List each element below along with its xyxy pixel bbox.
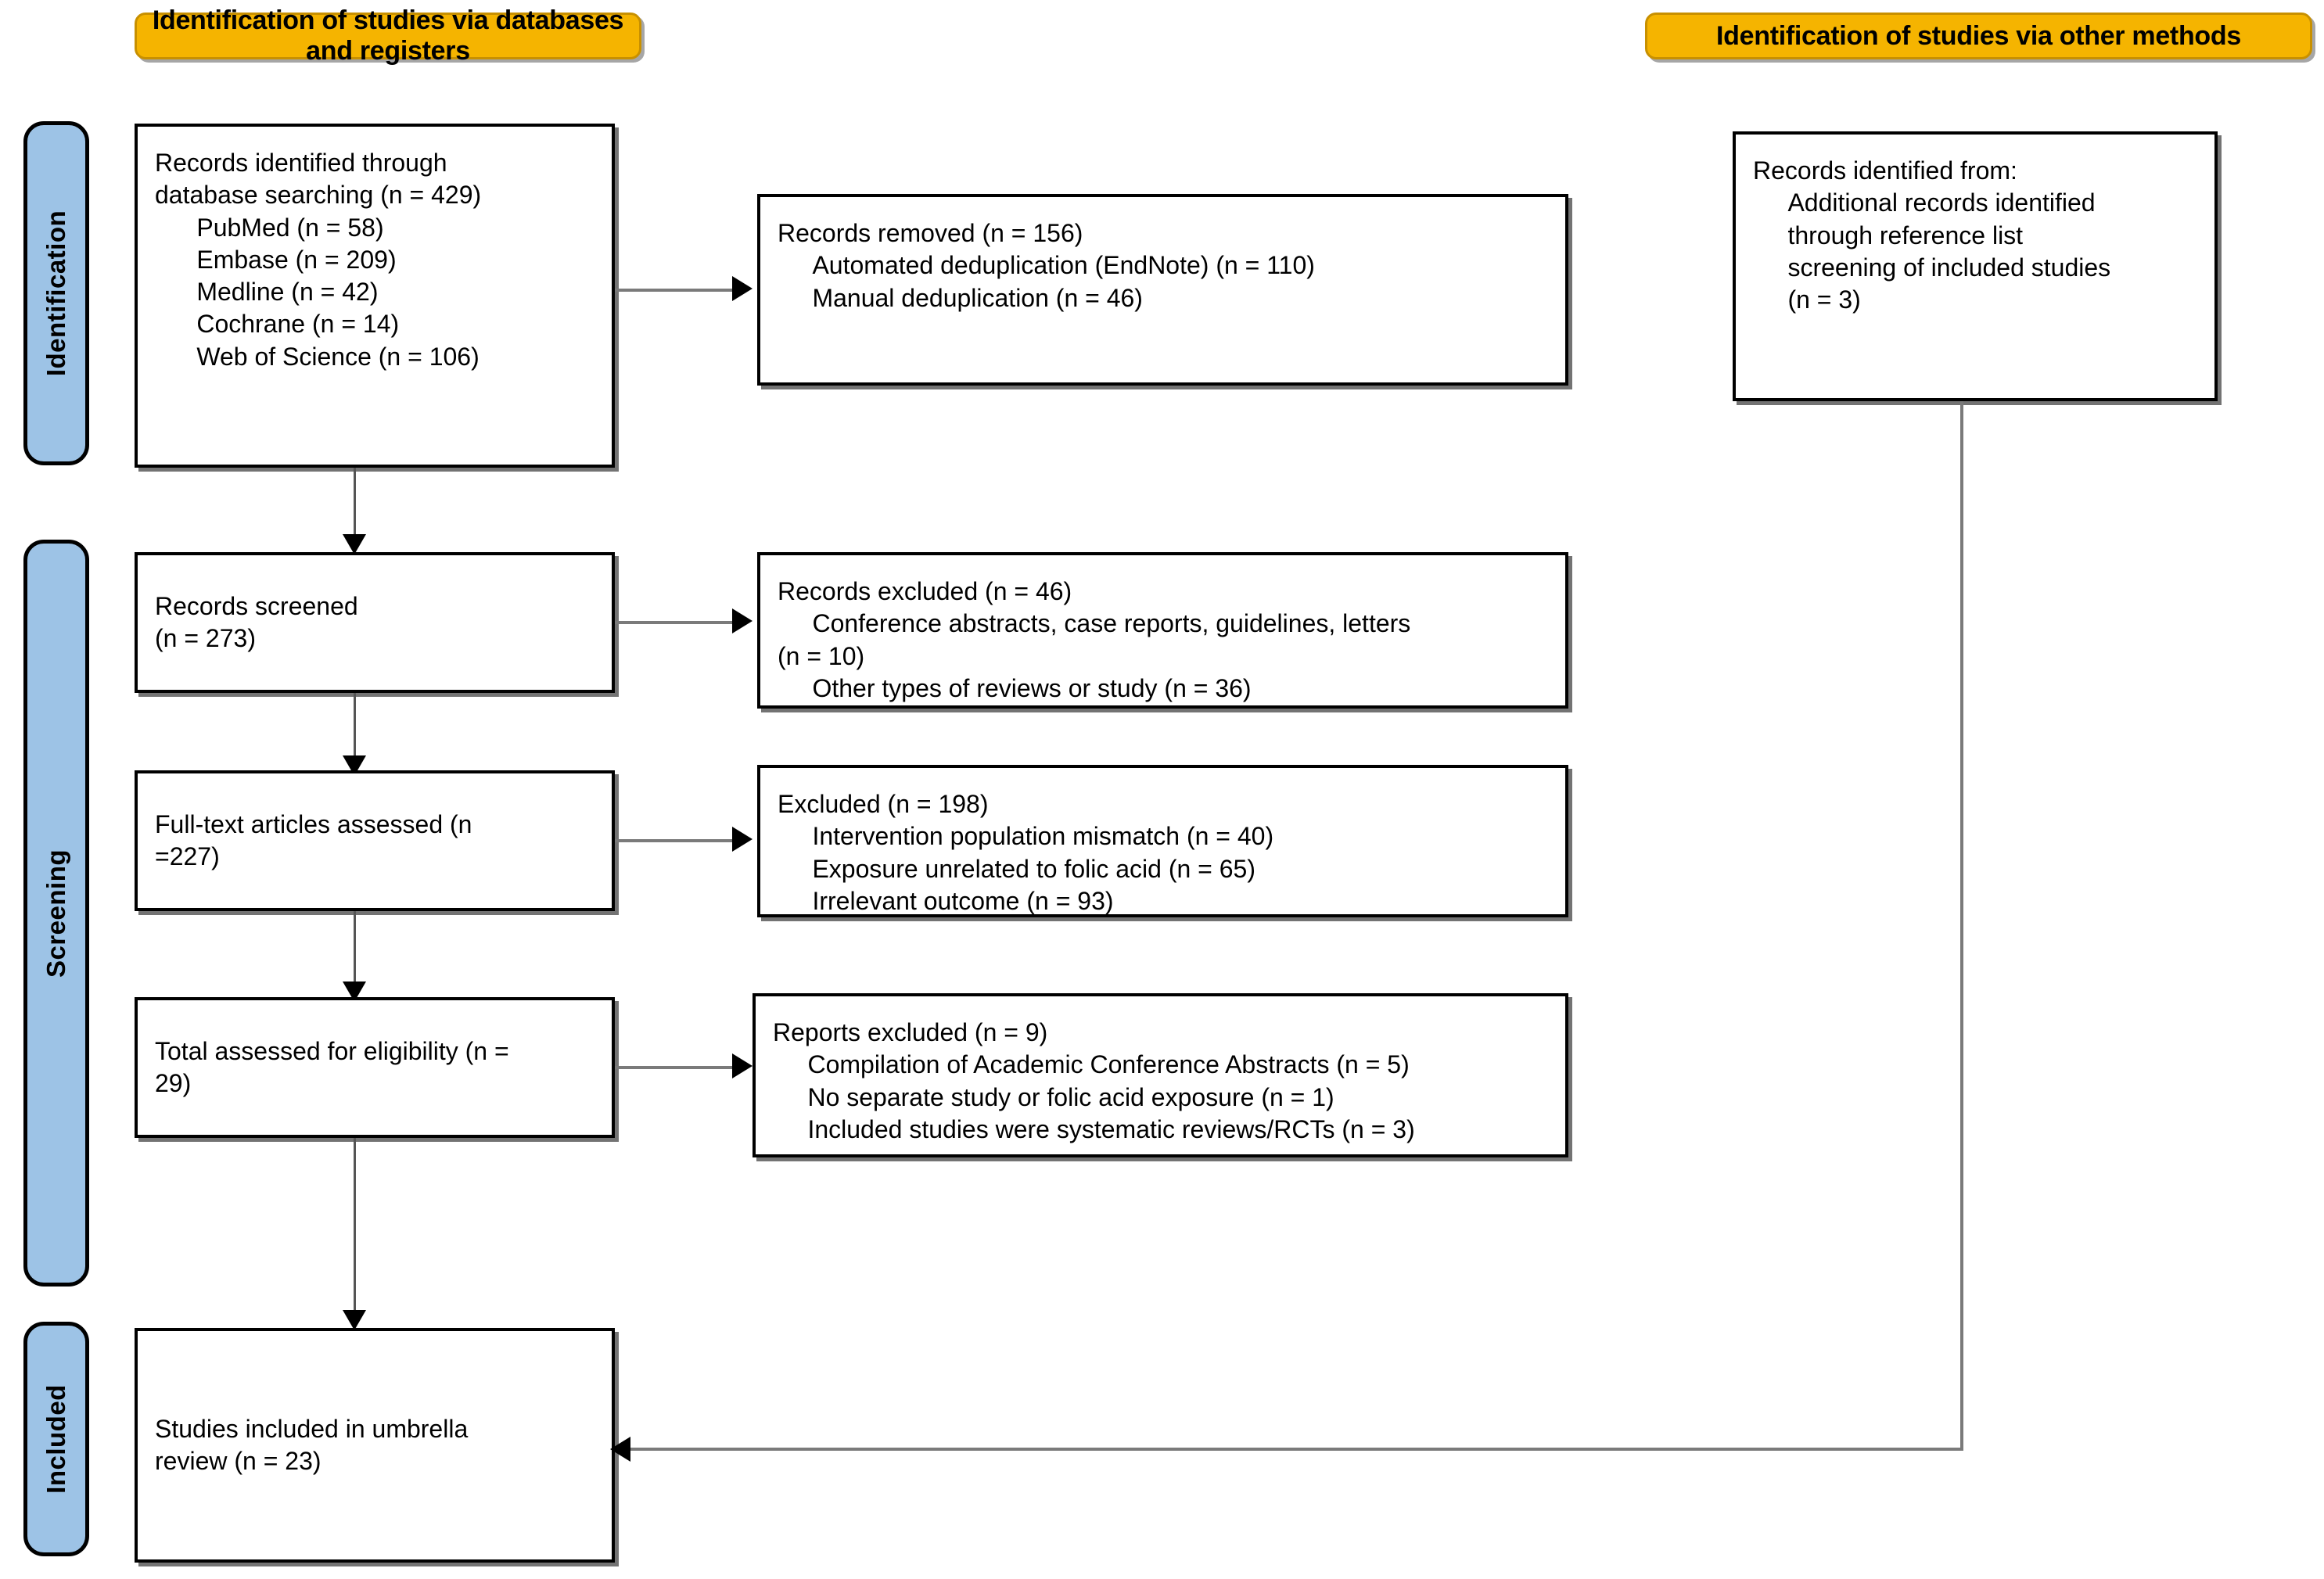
node-records-excluded: Records excluded (n = 46) Conference abs… <box>757 552 1568 709</box>
arrowhead-other-methods-to-included <box>610 1437 630 1462</box>
banner-other-methods-label: Identification of studies via other meth… <box>1716 20 2241 51</box>
node-records-identified-other-methods: Records identified from: Additional reco… <box>1733 131 2218 401</box>
stage-rail-screening: Screening <box>23 540 89 1287</box>
node-records-identified-other-text: Records identified from: Additional reco… <box>1753 156 2111 314</box>
banner-databases-label: Identification of studies via databases … <box>152 5 624 66</box>
node-records-identified-text: Records identified through database sear… <box>155 149 482 371</box>
arrowhead-eligibility-to-included <box>343 1310 366 1330</box>
connector-other-methods-horizontal <box>630 1448 1963 1451</box>
banner-databases-and-registers: Identification of studies via databases … <box>135 5 641 66</box>
node-reports-excluded: Reports excluded (n = 9) Compilation of … <box>753 993 1568 1157</box>
arrowhead-fulltext-to-excluded <box>732 827 753 852</box>
node-fulltext-excluded: Excluded (n = 198) Intervention populati… <box>757 765 1568 917</box>
banner-other-methods: Identification of studies via other meth… <box>1645 13 2312 59</box>
node-total-assessed-for-eligibility: Total assessed for eligibility (n = 29) <box>135 997 615 1138</box>
node-fulltext-articles-assessed: Full-text articles assessed (n =227) <box>135 770 615 911</box>
arrowhead-eligibility-to-reports-excluded <box>732 1053 753 1078</box>
node-records-screened-text: Records screened (n = 273) <box>155 591 358 652</box>
arrowhead-identified-to-removed <box>732 276 753 301</box>
node-eligibility-assessed-text: Total assessed for eligibility (n = 29) <box>155 1036 509 1097</box>
node-reports-excluded-text: Reports excluded (n = 9) Compilation of … <box>773 1018 1415 1143</box>
connector-identified-to-screened <box>354 468 356 534</box>
node-records-screened: Records screened (n = 273) <box>135 552 615 693</box>
stage-label-included: Included <box>41 1384 70 1494</box>
node-records-removed: Records removed (n = 156) Automated dedu… <box>757 194 1568 386</box>
node-records-excluded-text: Records excluded (n = 46) Conference abs… <box>778 577 1411 702</box>
connector-eligibility-to-reports-excluded <box>615 1066 732 1069</box>
connector-screened-to-fulltext <box>354 693 356 755</box>
node-fulltext-assessed-text: Full-text articles assessed (n =227) <box>155 809 472 870</box>
connector-other-methods-vertical <box>1960 401 1963 1451</box>
connector-screened-to-excluded <box>615 621 732 624</box>
connector-identified-to-removed <box>615 289 732 292</box>
node-studies-included-in-umbrella-review: Studies included in umbrella review (n =… <box>135 1328 615 1563</box>
arrowhead-screened-to-excluded <box>732 608 753 633</box>
node-records-identified-through-database-searching: Records identified through database sear… <box>135 124 615 468</box>
node-records-removed-text: Records removed (n = 156) Automated dedu… <box>778 219 1315 312</box>
connector-eligibility-to-included <box>354 1138 356 1310</box>
connector-fulltext-to-excluded <box>615 839 732 842</box>
arrowhead-identified-to-screened <box>343 534 366 554</box>
node-fulltext-excluded-text: Excluded (n = 198) Intervention populati… <box>778 790 1274 915</box>
stage-label-screening: Screening <box>41 849 70 978</box>
stage-rail-identification: Identification <box>23 121 89 465</box>
stage-rail-included: Included <box>23 1322 89 1556</box>
stage-label-identification: Identification <box>41 210 70 377</box>
connector-fulltext-to-eligibility <box>354 911 356 981</box>
node-studies-included-text: Studies included in umbrella review (n =… <box>155 1414 469 1475</box>
